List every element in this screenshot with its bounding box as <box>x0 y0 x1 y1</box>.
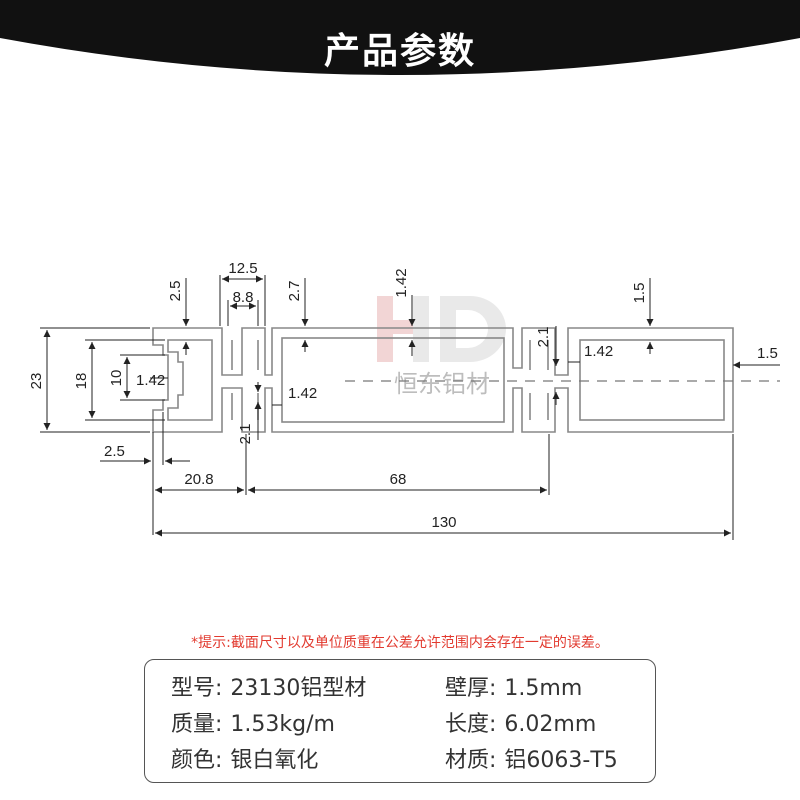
dim-inner-height: 18 <box>73 373 90 390</box>
spec-model: 型号: 23130铝型材 <box>171 670 366 702</box>
dim-bottom-web: 2.1 <box>237 424 254 445</box>
dim-wall-center: 1.42 <box>288 385 317 402</box>
spec-model-label: 型号: <box>171 676 223 701</box>
dim-side-wall: 1.5 <box>757 345 778 362</box>
dim-span-left: 20.8 <box>184 471 213 488</box>
spec-color-label: 颜色: <box>171 748 223 773</box>
spec-material-value: 铝6063-T5 <box>504 748 618 773</box>
spec-length-label: 长度: <box>445 712 497 737</box>
spec-model-value: 23130铝型材 <box>230 676 367 701</box>
tolerance-note: *提示:截面尺寸以及单位质重在公差允许范围内会存在一定的误差。 <box>191 635 609 651</box>
dim-right-web: 2.1 <box>535 327 552 348</box>
spec-weight-value: 1.53kg/m <box>230 712 335 737</box>
spec-color: 颜色: 银白氧化 <box>171 742 318 774</box>
dimension-lines <box>40 275 780 540</box>
spec-wall-value: 1.5mm <box>504 676 583 701</box>
header-banner <box>0 0 800 75</box>
spec-color-value: 银白氧化 <box>230 748 319 773</box>
spec-wall-label: 壁厚: <box>445 676 497 701</box>
dim-slot-height: 10 <box>108 370 125 387</box>
spec-weight: 质量: 1.53kg/m <box>171 706 335 738</box>
dim-span-center: 68 <box>390 471 407 488</box>
dim-overall-height: 23 <box>28 373 45 390</box>
aluminum-profile <box>152 327 734 433</box>
dim-top-width: 12.5 <box>228 260 257 277</box>
spec-table: 型号: 23130铝型材 壁厚: 1.5mm 质量: 1.53kg/m 长度: 6.02… <box>144 659 656 783</box>
dim-slot-width: 8.8 <box>233 289 254 306</box>
dim-total-width: 130 <box>431 514 456 531</box>
spec-length: 长度: 6.02mm <box>445 706 596 738</box>
spec-weight-label: 质量: <box>171 712 223 737</box>
spec-material: 材质: 铝6063-T5 <box>445 742 618 774</box>
dim-wall-right: 1.42 <box>584 343 613 360</box>
dim-wall-left: 1.42 <box>136 372 165 389</box>
watermark-text: 恒东铝材 <box>394 370 490 398</box>
dim-top-depth: 2.7 <box>286 281 303 302</box>
spec-length-value: 6.02mm <box>504 712 597 737</box>
dim-wall-top-center: 1.42 <box>393 268 410 297</box>
spec-material-label: 材质: <box>445 748 497 773</box>
dim-lip-top: 2.5 <box>167 281 184 302</box>
dim-lip-bottom: 2.5 <box>104 443 125 460</box>
spec-wall: 壁厚: 1.5mm <box>445 670 582 702</box>
dim-wall-top-right: 1.5 <box>631 283 648 304</box>
page-title: 产品参数 <box>323 31 476 72</box>
hd-logo-watermark <box>377 296 506 362</box>
